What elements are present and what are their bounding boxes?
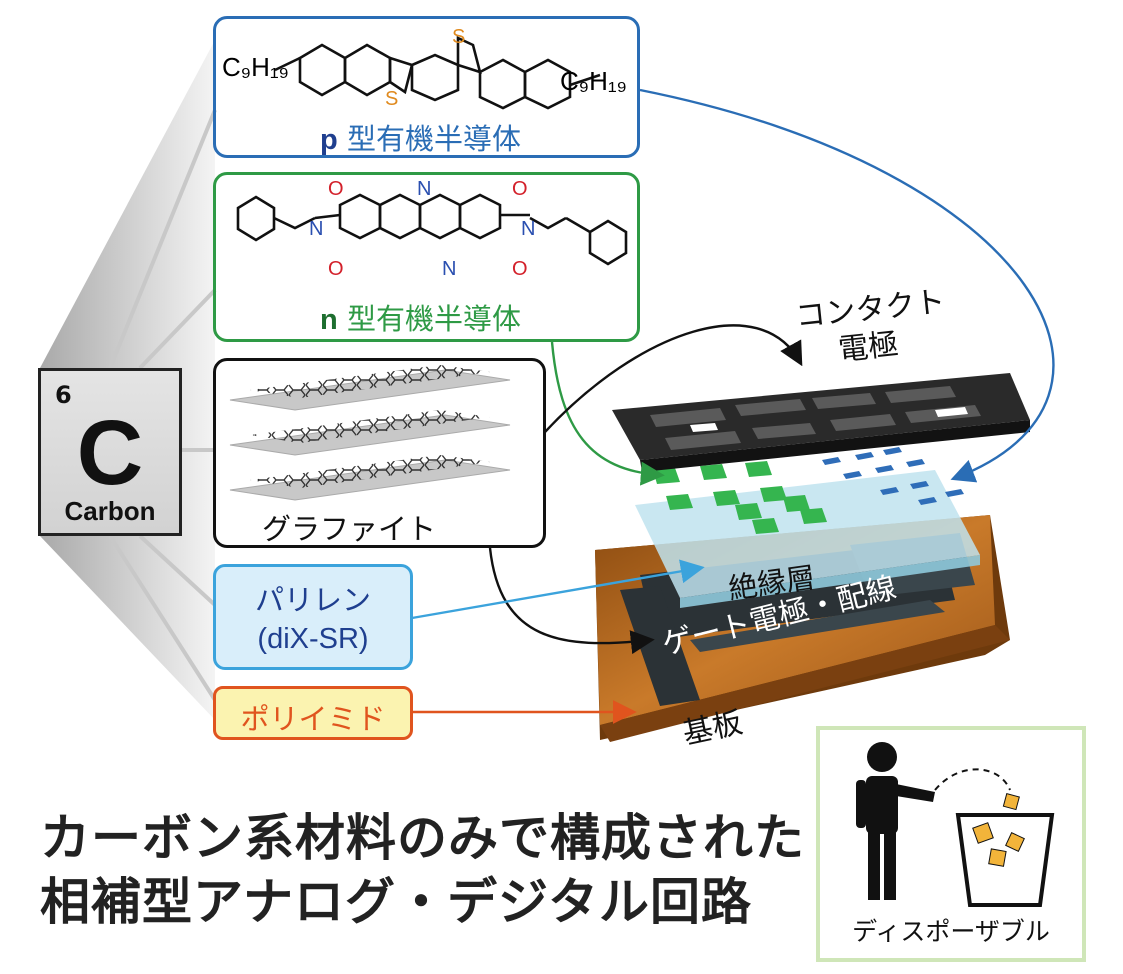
polyimide-box: ポリイミド [213,686,413,740]
n-nitrogen-1: N [309,218,324,240]
arrow-n-type [550,341,665,486]
arrow-graphite-contact [544,324,803,433]
person-icon [856,742,935,900]
element-name: Carbon [64,496,156,526]
p-sulfur-top: S [452,26,466,48]
polyimide-label: ポリイミド [240,702,386,736]
n-oxygen-4: O [512,258,528,280]
p-type-box [213,16,640,158]
n-nitrogen-4: N [521,218,536,240]
n-nitrogen-3: N [442,258,457,280]
element-symbol: C [76,402,144,504]
contact-label-line2: 電極 [836,326,901,369]
disposable-panel: ディスポーザブル [816,726,1086,962]
n-type-pads [653,461,827,534]
p-label-text: 型有機半導体 [346,122,521,156]
n-oxygen-1: O [328,178,344,200]
graphite-layers [229,365,511,501]
arrow-parylene [411,559,705,620]
p-type-label: p 型有機半導体 [320,116,521,158]
disposable-label: ディスポーザブル [852,917,1050,946]
p-type-pads [822,447,964,505]
contact-electrodes [612,373,1030,472]
n-type-label: n 型有機半導体 [320,296,521,338]
p-substituent-right: C₉H₁₉ [560,66,627,96]
p-substituent-left: C₉H₁₉ [222,52,289,82]
carbon-element-tile: 6 C Carbon [38,368,182,536]
parylene-box: パリレン (diX-SR) [213,564,413,670]
arrows [411,88,1055,724]
n-label-text: 型有機半導体 [346,302,521,336]
title-line2: 相補型アナログ・デジタル回路 [40,873,752,931]
atomic-number: 6 [55,381,72,409]
p-sulfur-bottom: S [385,88,399,110]
n-type-box [213,172,640,342]
n-oxygen-2: O [328,258,344,280]
parylene-line2: (diX-SR) [257,623,369,655]
arrow-graphite-gate [488,547,655,655]
n-oxygen-3: O [512,178,528,200]
n-prefix: n [320,304,338,336]
p-prefix: p [320,124,338,156]
device-stack [595,373,1030,742]
n-nitrogen-2: N [417,178,432,200]
disposable-icon [856,742,1055,907]
p-type-molecule [274,35,601,110]
parylene-line1: パリレン [254,583,371,617]
n-type-molecule [236,193,628,266]
graphite-label: グラファイト [262,512,437,546]
title-line1: カーボン系材料のみで構成された [40,809,805,867]
arrow-p-type [639,88,1055,483]
trash-can-icon [955,793,1055,907]
graphite-box [213,358,546,548]
